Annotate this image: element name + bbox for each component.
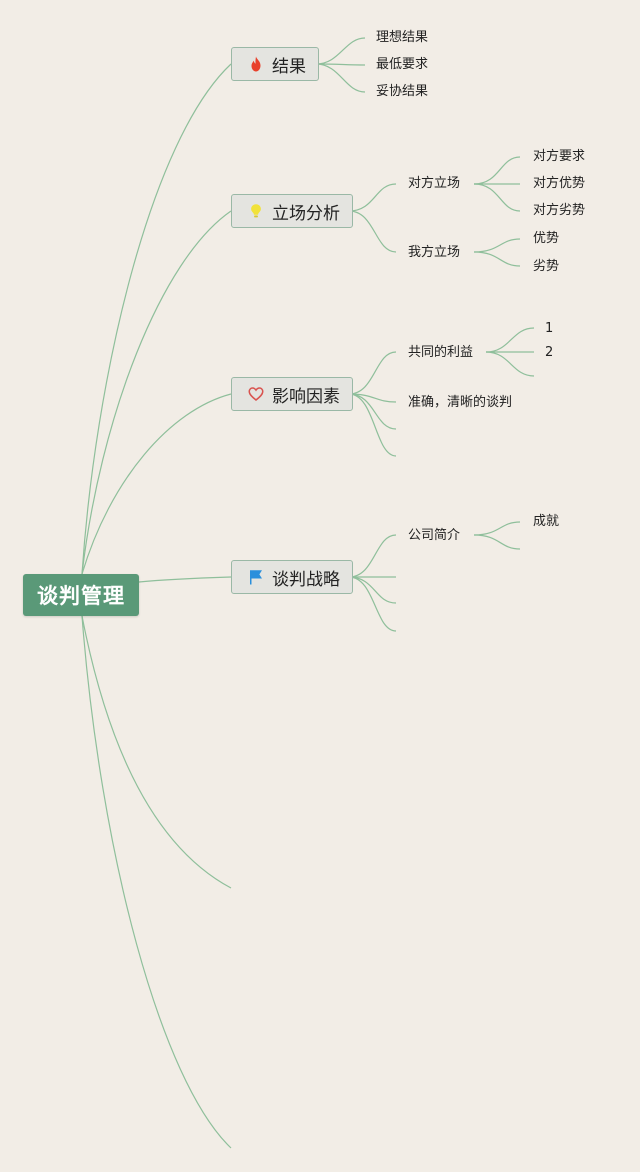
flag-icon — [246, 567, 266, 587]
heart-icon — [246, 384, 266, 404]
edge-factors-4 — [348, 393, 397, 457]
leaf-our-strengths[interactable]: 优势 — [533, 231, 560, 246]
edge-root-strategy — [138, 576, 232, 583]
lightbulb-icon — [246, 201, 266, 221]
node-company-profile[interactable]: 公司简介 — [408, 528, 461, 543]
leaf-achievements[interactable]: 成就 — [533, 514, 560, 529]
leaf-minimum-requirement[interactable]: 最低要求 — [376, 57, 429, 72]
root-node[interactable]: 谈判管理 — [23, 574, 139, 616]
node-our-position[interactable]: 我方立场 — [408, 245, 461, 260]
branch-negotiation-strategy[interactable]: 谈判战略 — [231, 560, 353, 594]
leaf-opponent-requirements[interactable]: 对方要求 — [533, 149, 586, 164]
branch-results[interactable]: 结果 — [231, 47, 319, 81]
node-opponent-position[interactable]: 对方立场 — [408, 176, 461, 191]
edge-ours-2 — [473, 251, 521, 267]
branch-influencing-factors[interactable]: 影响因素 — [231, 377, 353, 411]
branch-strategy-label: 谈判战略 — [272, 569, 340, 590]
flame-icon — [246, 54, 266, 74]
edge-position-1 — [348, 183, 397, 212]
leaf-opponent-strengths[interactable]: 对方优势 — [533, 176, 586, 191]
edge-strategy-1 — [348, 534, 397, 578]
edge-company-1 — [473, 521, 521, 536]
leaf-opponent-weaknesses[interactable]: 对方劣势 — [533, 203, 586, 218]
edge-factors-3 — [348, 393, 397, 430]
edge-root-results — [81, 63, 232, 575]
branch-results-label: 结果 — [272, 56, 306, 77]
edge-opponent-3 — [473, 183, 521, 212]
leaf-common-2[interactable]: 2 — [545, 345, 554, 360]
edge-factors-1 — [348, 351, 397, 395]
edge-root-empty-1 — [81, 615, 232, 889]
leaf-ideal-result[interactable]: 理想结果 — [376, 30, 429, 45]
edge-results-3 — [315, 63, 366, 93]
edge-common-1 — [485, 327, 535, 353]
root-label: 谈判管理 — [37, 584, 125, 608]
node-common-interests[interactable]: 共同的利益 — [408, 345, 474, 360]
edge-position-2 — [348, 210, 397, 253]
leaf-compromise-result[interactable]: 妥协结果 — [376, 84, 429, 99]
edge-strategy-4 — [348, 576, 397, 632]
branch-position-label: 立场分析 — [272, 203, 340, 224]
edge-ours-1 — [473, 238, 521, 253]
edge-root-factors — [81, 393, 232, 575]
branch-factors-label: 影响因素 — [272, 386, 340, 407]
leaf-common-1[interactable]: 1 — [545, 321, 554, 336]
leaf-our-weaknesses[interactable]: 劣势 — [533, 259, 560, 274]
edge-root-empty-2 — [81, 615, 232, 1149]
edge-opponent-1 — [473, 156, 521, 185]
node-accurate-clear-negotiation[interactable]: 准确，清晰的谈判 — [408, 395, 513, 410]
edge-root-position — [81, 210, 232, 575]
branch-position-analysis[interactable]: 立场分析 — [231, 194, 353, 228]
edge-results-1 — [315, 37, 366, 65]
edge-company-2 — [473, 534, 521, 550]
edge-common-3 — [485, 351, 535, 377]
